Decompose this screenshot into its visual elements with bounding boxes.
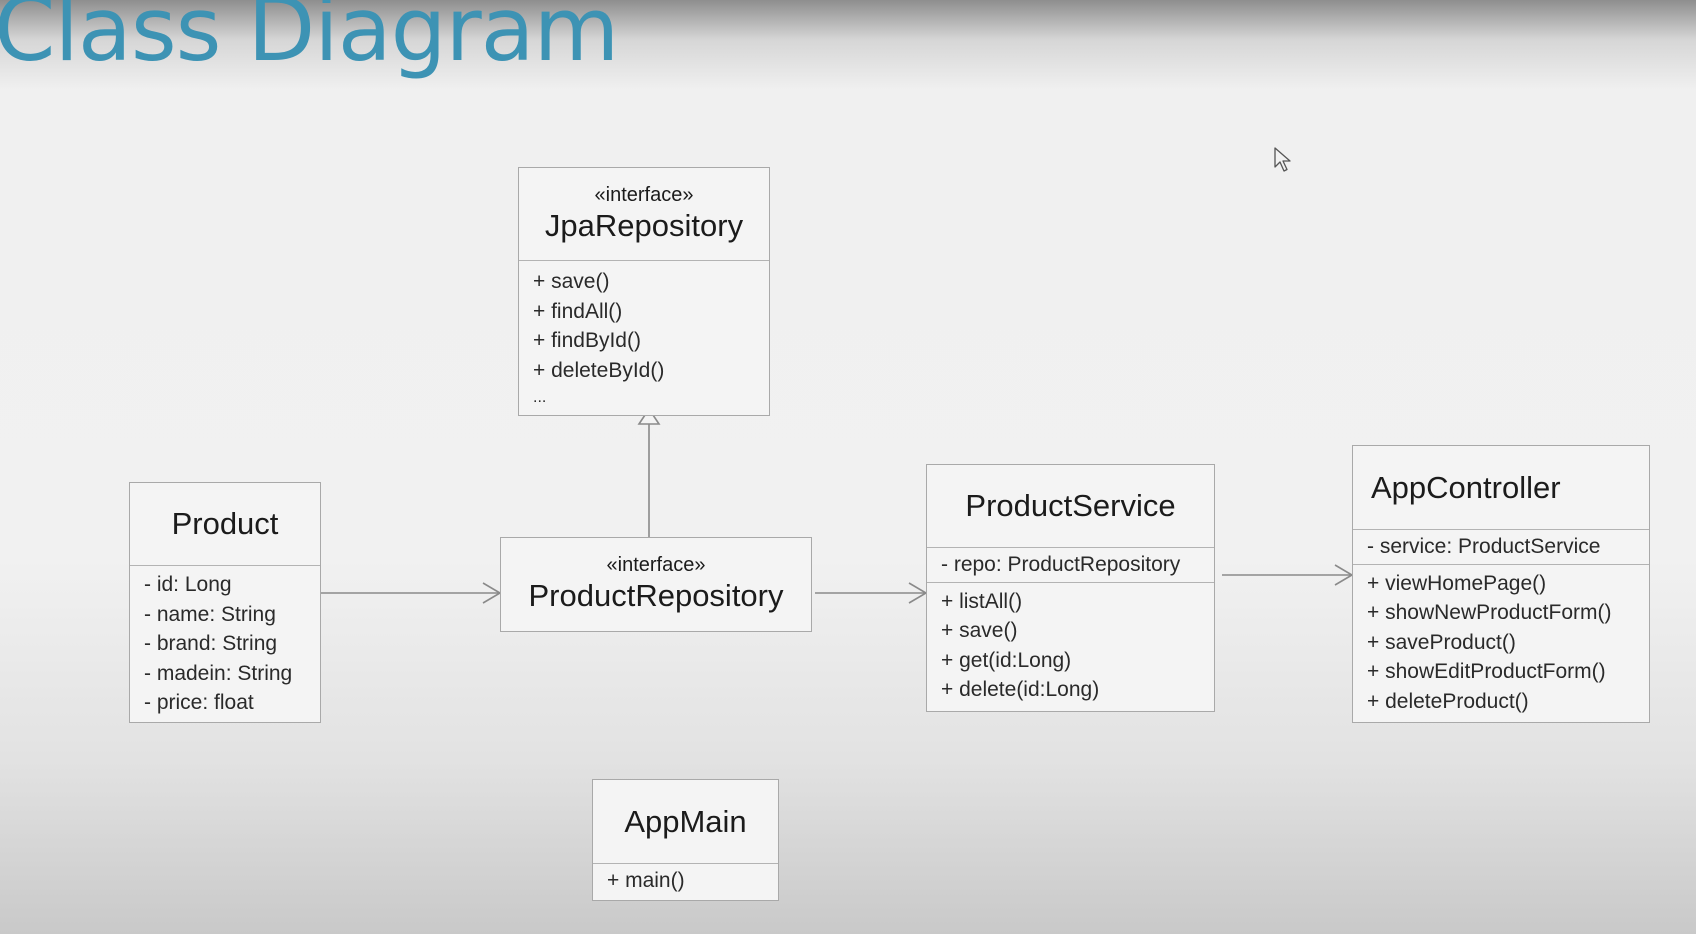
attribute: - repo: ProductRepository	[941, 553, 1181, 576]
class-header: Product	[130, 483, 320, 566]
attribute: - id: Long	[144, 573, 232, 596]
methods-section: + viewHomePage() + showNewProductForm() …	[1353, 565, 1649, 721]
class-header: «interface» ProductRepository	[501, 538, 811, 630]
method: + findById()	[533, 329, 641, 352]
class-header: ProductService	[927, 465, 1214, 548]
class-header: AppMain	[593, 780, 778, 864]
class-app-controller: AppController - service: ProductService …	[1352, 445, 1650, 723]
method: + main()	[607, 869, 685, 892]
generalization-arrowhead	[637, 407, 661, 425]
mouse-pointer-icon	[1274, 147, 1291, 172]
class-name: ProductService	[965, 488, 1176, 523]
method: + showEditProductForm()	[1367, 660, 1606, 683]
class-product-repository: «interface» ProductRepository	[500, 537, 812, 632]
attribute: - service: ProductService	[1367, 535, 1601, 558]
method: + findAll()	[533, 299, 623, 323]
class-product: Product - id: Long - name: String - bran…	[129, 482, 321, 723]
attribute: - brand: String	[144, 632, 278, 655]
method: + deleteById()	[533, 358, 665, 382]
attribute: - madein: String	[144, 661, 293, 685]
class-app-main: AppMain + main()	[592, 779, 779, 901]
method: + viewHomePage()	[1367, 571, 1547, 595]
method: + save()	[941, 619, 1018, 642]
class-header: «interface» JpaRepository	[519, 168, 769, 261]
method: + save()	[533, 270, 610, 293]
class-name: Product	[171, 506, 279, 541]
class-name: JpaRepository	[544, 208, 744, 243]
class-header: AppController	[1353, 446, 1649, 530]
attributes-section: - id: Long - name: String - brand: Strin…	[130, 566, 320, 722]
ellipsis: ...	[533, 389, 547, 406]
method: + get(id:Long)	[941, 648, 1072, 672]
stereotype-label: «interface»	[594, 184, 694, 206]
methods-section: + main()	[593, 864, 778, 900]
attribute: - price: float	[144, 691, 254, 714]
class-name: ProductRepository	[528, 578, 784, 613]
attribute: - name: String	[144, 602, 276, 626]
class-name: AppController	[1371, 469, 1561, 505]
class-name: AppMain	[624, 803, 747, 839]
class-jpa-repository: «interface» JpaRepository + save() + fin…	[518, 167, 770, 416]
attributes-section: - repo: ProductRepository	[927, 548, 1214, 583]
method: + saveProduct()	[1367, 630, 1516, 654]
class-product-service: ProductService - repo: ProductRepository…	[926, 464, 1215, 712]
slide-title: Class Diagram	[0, 0, 619, 81]
method: + showNewProductForm()	[1367, 601, 1612, 624]
method: + deleteProduct()	[1367, 689, 1529, 713]
methods-section: + save() + findAll() + findById() + dele…	[519, 261, 769, 415]
attributes-section: - service: ProductService	[1353, 530, 1649, 565]
method: + delete(id:Long)	[941, 678, 1100, 701]
stereotype-label: «interface»	[606, 554, 706, 576]
methods-section: + listAll() + save() + get(id:Long) + de…	[927, 583, 1214, 709]
method: + listAll()	[941, 589, 1023, 613]
